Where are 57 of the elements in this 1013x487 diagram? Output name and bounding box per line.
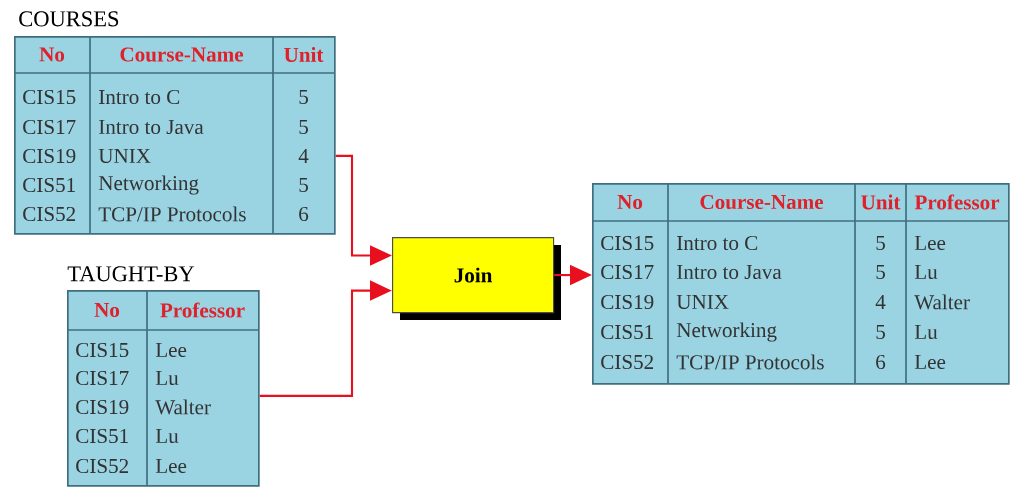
table-cell: Walter <box>155 399 211 415</box>
table-cell: Intro to C <box>677 235 758 251</box>
table-cell: CIS52 <box>601 354 653 370</box>
table-cell: CIS17 <box>601 264 654 280</box>
column-header: No <box>617 195 643 209</box>
table-cell: 4 <box>875 295 886 309</box>
table-cell: CIS51 <box>76 428 128 444</box>
table-cell: Lu <box>914 325 938 339</box>
column-header: No <box>94 303 120 317</box>
table-cell: UNIX <box>676 295 729 309</box>
table-cell: 5 <box>876 325 885 339</box>
table-cell: 5 <box>876 236 885 250</box>
column-header: Unit <box>861 194 901 210</box>
column-header: No <box>39 47 65 62</box>
table-cell: Lee <box>155 343 187 357</box>
table-title: TAUGHT-BY <box>67 266 195 282</box>
table-cell: Intro to C <box>99 89 180 105</box>
table-cell: 6 <box>299 206 309 222</box>
table-cell: CIS19 <box>23 148 76 164</box>
table-cell: CIS51 <box>23 177 75 193</box>
table-cell: Intro to Java <box>677 265 782 279</box>
table-cell: Lu <box>914 265 938 279</box>
column-header: Course-Name <box>700 194 824 210</box>
table-cell: UNIX <box>98 149 151 163</box>
table-cell: 6 <box>876 354 886 370</box>
table-cell: Lee <box>914 355 946 369</box>
table-cell: CIS51 <box>601 324 653 340</box>
table-cell: CIS19 <box>601 294 654 310</box>
column-header: Course-Name <box>120 47 244 62</box>
table-cell: 5 <box>299 178 308 192</box>
table-cell: Walter <box>914 294 970 310</box>
table-cell: Lu <box>155 371 179 385</box>
table-cell: 5 <box>299 90 308 104</box>
table-cell: CIS52 <box>76 458 128 474</box>
table-cell: Intro to Java <box>99 120 204 134</box>
table-cell: CIS19 <box>76 399 129 415</box>
table-cell: Lu <box>155 429 179 443</box>
table-cell: Lee <box>914 236 946 250</box>
table-cell: CIS15 <box>23 89 76 105</box>
table-cell: CIS52 <box>23 206 75 222</box>
table-cell: 4 <box>298 149 309 163</box>
table-cell: TCP/IP Protocols <box>98 206 246 222</box>
process-box: Join <box>392 237 561 320</box>
table-cell: 5 <box>299 120 308 134</box>
table-cell: CIS15 <box>76 342 129 358</box>
table-cell: 5 <box>876 265 885 279</box>
table-cell: TCP/IP Protocols <box>676 354 824 370</box>
table-cell: Networking <box>98 175 199 195</box>
table-cell: Networking <box>676 322 777 342</box>
table-cell: Lee <box>155 459 187 473</box>
table-cell: CIS17 <box>23 119 76 135</box>
column-header: Unit <box>284 47 324 62</box>
table-cell: CIS15 <box>601 235 654 251</box>
column-header: Professor <box>160 302 245 318</box>
column-header: Professor <box>914 194 1000 210</box>
table-cell: CIS17 <box>76 370 129 386</box>
table-title: COURSES <box>19 11 119 27</box>
